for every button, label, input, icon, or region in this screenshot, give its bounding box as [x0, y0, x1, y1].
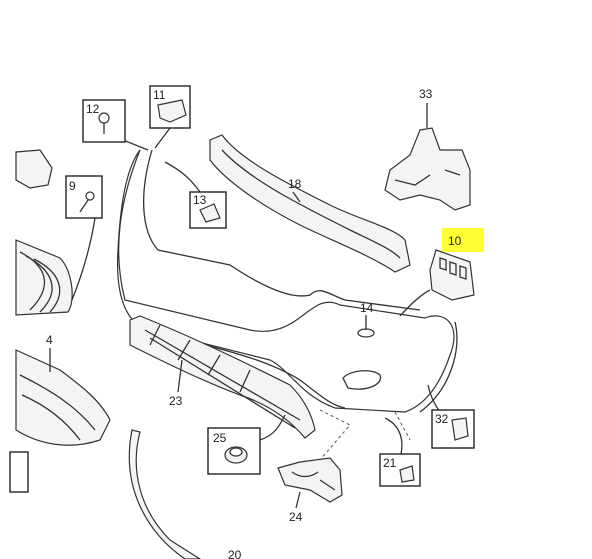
bumper-inner-edge [142, 149, 421, 311]
callout-9: 9 [69, 179, 76, 193]
clip-13-icon [199, 203, 221, 223]
bumper-fog-lamp-opening [342, 370, 382, 390]
box-left-edge [9, 451, 29, 493]
callout-25: 25 [213, 431, 227, 445]
lower-grille-mesh [144, 324, 301, 429]
callout-12: 12 [86, 102, 100, 116]
part-10-bracket [429, 249, 475, 301]
leader-24 [295, 491, 301, 509]
clip-32-icon [451, 417, 469, 441]
callout-13: 13 [193, 193, 207, 207]
sensor-25-icon [224, 446, 248, 464]
fog-lamp-cover [277, 457, 343, 503]
leader-bumper-dashed [394, 411, 411, 441]
box-9 [65, 175, 103, 219]
left-top-bracket [15, 149, 53, 189]
side-panel-detail [19, 374, 96, 441]
bumper-side-edge [419, 321, 458, 413]
side-bracket-detail [394, 169, 461, 186]
leader-13 [164, 161, 201, 193]
callout-32: 32 [435, 412, 449, 426]
energy-absorber [209, 134, 411, 273]
part-10-slots [439, 257, 467, 280]
bumper-cover [116, 149, 455, 413]
callout-23: 23 [169, 394, 183, 408]
leader-11 [154, 127, 171, 149]
leader-23 [177, 359, 183, 393]
callout-10-highlight [442, 228, 484, 252]
lower-grille [129, 315, 316, 439]
leader-10 [399, 289, 431, 317]
callout-24: 24 [289, 510, 303, 524]
leader-25 [259, 414, 286, 441]
upper-grille-slats [19, 251, 61, 313]
side-panel [15, 349, 111, 446]
leader-21 [384, 417, 403, 459]
energy-absorber-ridge [221, 149, 401, 259]
leader-fog-dashed [319, 409, 351, 461]
bolt-9-icon [79, 191, 95, 213]
callout-11: 11 [153, 88, 166, 102]
clip-11-icon [157, 99, 187, 123]
callout-20: 20 [228, 548, 242, 559]
callout-14: 14 [360, 301, 374, 315]
side-bracket [384, 127, 471, 211]
fog-lamp-cover-detail [291, 471, 336, 491]
callout-18: 18 [288, 177, 302, 191]
callout-33: 33 [419, 87, 433, 101]
lower-lip-trim [128, 429, 202, 559]
leader-18 [292, 191, 301, 203]
leader-9 [71, 217, 96, 301]
clip-21-icon [399, 465, 415, 483]
callout-21: 21 [383, 456, 397, 470]
screw-12-icon [98, 112, 110, 134]
callout-10: 10 [448, 234, 462, 248]
callout-4: 4 [46, 333, 53, 347]
